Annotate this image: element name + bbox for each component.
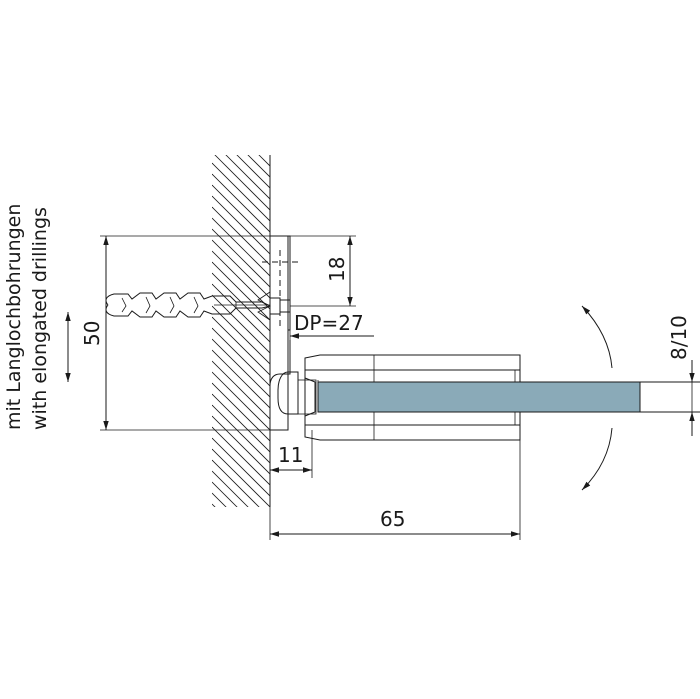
glass — [317, 381, 641, 413]
wall — [212, 155, 271, 507]
dim-8-10-label: 8/10 — [667, 315, 691, 360]
dim-dp27: DP=27 — [289, 306, 374, 342]
note-line-2: with elongated drillings — [29, 207, 51, 430]
note-line-1: mit Langlochbohrungen — [3, 204, 25, 430]
wall-hatching — [212, 155, 270, 507]
dim-18: 18 — [290, 235, 356, 307]
screw — [269, 297, 290, 315]
dim-8-10: 8/10 — [667, 315, 695, 436]
rotation-arrows — [581, 305, 613, 491]
glass-pane — [317, 381, 700, 413]
side-note: mit Langlochbohrungen with elongated dri… — [3, 204, 51, 430]
dim-dp27-label: DP=27 — [294, 311, 364, 335]
dim-height-50: 50 — [80, 235, 270, 431]
dim-18-label: 18 — [325, 257, 349, 282]
dim-65-label: 65 — [380, 507, 405, 531]
dim-50-label: 50 — [80, 321, 104, 346]
wall-bracket — [262, 235, 300, 431]
dim-11-label: 11 — [278, 443, 303, 467]
dim-11: 11 — [269, 430, 313, 540]
dim-65: 65 — [270, 440, 521, 540]
